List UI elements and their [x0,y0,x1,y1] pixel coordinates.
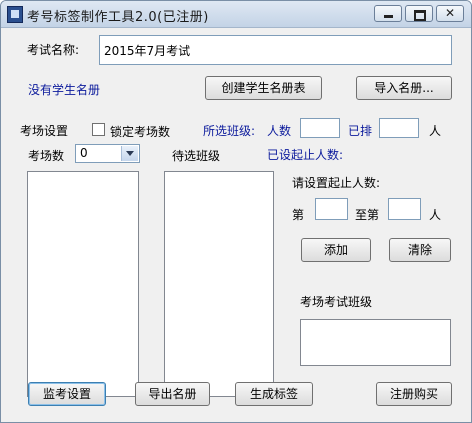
maximize-button[interactable] [405,5,433,22]
pending-class-label: 待选班级 [172,149,221,163]
clear-range-button[interactable]: 清除 [389,238,451,262]
room-count-select[interactable]: 0 [75,144,140,163]
room-settings-label: 考场设置 [20,124,69,138]
title-bar[interactable]: 考号标签制作工具2.0(已注册) ✕ [1,1,471,28]
room-list[interactable] [27,171,139,397]
range-from-label: 第 [292,208,305,222]
range-prompt-label: 请设置起止人数: [292,176,381,190]
set-range-label: 已设起止人数: [267,148,344,162]
range-from-field[interactable] [315,198,348,220]
proctor-settings-button[interactable]: 监考设置 [28,382,106,406]
create-roster-button[interactable]: 创建学生名册表 [205,76,322,100]
lock-room-label: 锁定考场数 [110,125,171,139]
close-button[interactable]: ✕ [436,5,464,22]
exam-class-list[interactable] [300,319,451,366]
pending-class-list[interactable] [164,171,274,397]
export-roster-button[interactable]: 导出名册 [135,382,210,406]
arranged-label: 已排 [348,124,373,138]
import-roster-button[interactable]: 导入名册... [356,76,452,100]
close-icon: ✕ [444,6,456,20]
range-unit-label: 人 [429,208,442,222]
chevron-down-icon[interactable] [121,146,138,161]
exam-name-input[interactable] [99,35,452,65]
add-range-button[interactable]: 添加 [301,238,371,262]
roster-status-text: 没有学生名册 [28,83,101,97]
register-buy-button[interactable]: 注册购买 [376,382,452,406]
range-to-field[interactable] [388,198,421,220]
exam-class-label: 考场考试班级 [300,295,373,309]
arranged-count-field[interactable] [379,118,419,138]
exam-name-label: 考试名称: [27,43,80,57]
window-title: 考号标签制作工具2.0(已注册) [27,10,209,25]
maximize-icon [406,6,432,21]
app-icon [7,6,23,23]
people-count-label: 人数 [267,124,292,138]
room-count-value: 0 [80,146,88,160]
selected-class-label: 所选班级: [203,124,256,138]
people-count-field[interactable] [300,118,340,138]
arranged-unit-label: 人 [429,124,442,138]
minimize-icon [375,6,401,21]
lock-room-checkbox[interactable] [92,123,105,136]
range-to-label: 至第 [355,208,380,222]
room-count-label: 考场数 [28,149,65,163]
generate-labels-button[interactable]: 生成标签 [235,382,313,406]
minimize-button[interactable] [374,5,402,22]
